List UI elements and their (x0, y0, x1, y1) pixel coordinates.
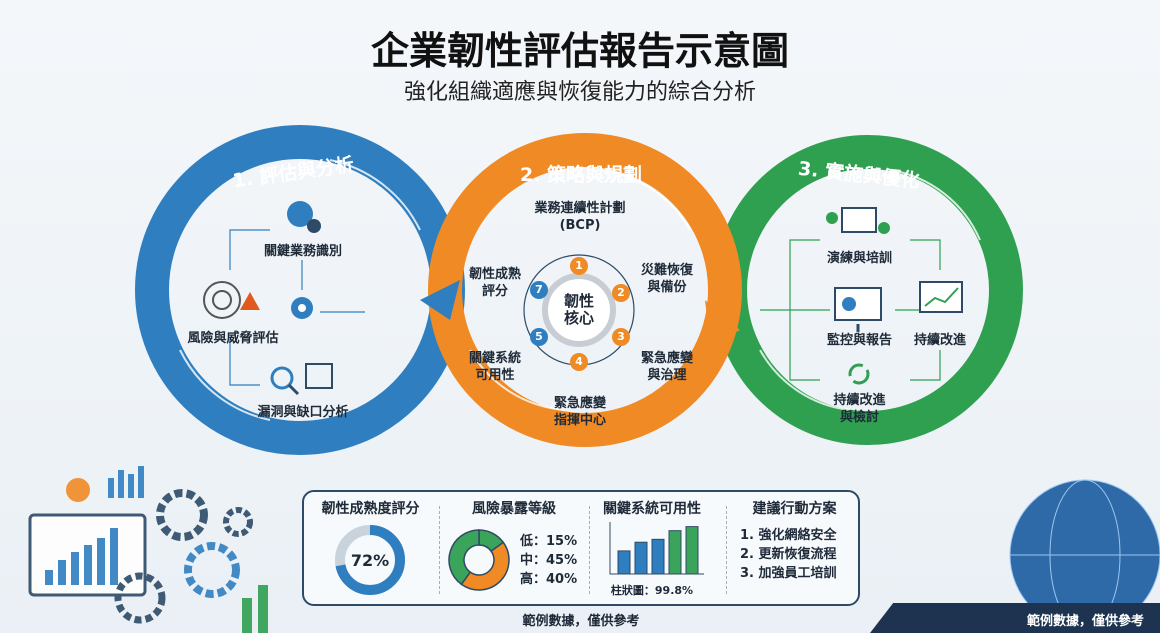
maturity-arc (335, 525, 405, 595)
stage-2-item: 緊急應變 與治理 (640, 351, 693, 383)
availability-bar (651, 538, 665, 575)
action-item: 3. 加強員工培訓 (740, 566, 837, 581)
gear-icon (291, 297, 313, 319)
stage-1-item: 漏洞與缺口分析 (257, 405, 349, 420)
action-item: 2. 更新恢復流程 (740, 547, 837, 562)
stage-2-title: 2. 策略與規劃 (520, 164, 643, 186)
corner-note: 範例數據，僅供參考 (870, 603, 1160, 633)
stage-2-item: 緊急應變 指揮中心 (553, 396, 606, 428)
stage-2-item: 業務連續性計劃 (BCP) (534, 201, 626, 233)
presentation-icon (826, 207, 890, 234)
action-item: 1. 強化網絡安全 (740, 528, 837, 543)
monitor-chart-icon (834, 287, 882, 332)
metrics-panel: 韌性成熟度評分 72% 風險暴露等級 低：15% 中：45% 高：40% 關鍵系… (302, 490, 860, 606)
risk-high-slice (448, 529, 480, 586)
stage-3-item: 監控與報告 (826, 333, 892, 348)
analytics-decoration (28, 466, 268, 633)
stage-3-item: 持續改進 與檢討 (833, 393, 886, 425)
availability-bar (617, 550, 631, 575)
risk-mid-slice (460, 541, 510, 591)
stage-3-item: 持續改進 (913, 333, 966, 348)
actions-title: 建議行動方案 (752, 501, 837, 517)
maturity-value: 72% (351, 551, 389, 570)
risk-high: 高：40% (520, 572, 578, 587)
arrow-head-icon (705, 300, 740, 345)
availability-bar (685, 526, 699, 575)
magnifier-icon (270, 363, 333, 396)
stage-2-item: 災難恢復 與備份 (640, 263, 693, 295)
refresh-icon (848, 363, 870, 385)
risk-mid: 中：45% (520, 553, 578, 568)
arrow-head-icon (420, 280, 460, 320)
step-7-badge: 7 (530, 281, 548, 299)
maturity-title: 韌性成熟度評分 (321, 501, 420, 517)
risk-title: 風險暴露等級 (472, 501, 556, 517)
stage-2-item: 韌性成熟 評分 (468, 267, 521, 299)
page-subtitle: 強化組織適應與恢復能力的綜合分析 (403, 80, 756, 105)
availability-bar (634, 541, 648, 575)
resilience-core: 韌性 核心 (563, 292, 594, 327)
step-2-badge: 2 (612, 284, 630, 302)
radar-icon (203, 281, 260, 319)
risk-low: 低：15% (520, 534, 578, 549)
step-4-badge: 4 (570, 353, 588, 371)
page-title: 企業韌性評估報告示意圖 (370, 29, 789, 73)
step-5-badge: 5 (530, 328, 548, 346)
availability-title: 關鍵系統可用性 (603, 501, 701, 517)
footer-note: 範例數據，僅供參考 (522, 614, 640, 629)
availability-caption: 柱狀圖：99.8% (610, 584, 694, 597)
stage-2-item: 關鍵系統 可用性 (468, 351, 521, 383)
risk-donut (448, 529, 510, 591)
availability-bar (668, 530, 682, 575)
growth-chart-icon (919, 281, 963, 313)
availability-bar-chart (609, 522, 704, 575)
maturity-donut: 72% (335, 525, 405, 595)
stage-1-item: 關鍵業務識別 (263, 244, 342, 259)
step-1-badge: 1 (570, 257, 588, 275)
ring-assess (135, 125, 465, 455)
stage-3-item: 演練與培訓 (826, 251, 892, 266)
step-3-badge: 3 (612, 328, 630, 346)
stage-1-item: 風險與威脅評估 (187, 331, 279, 346)
gear-person-icon (287, 201, 321, 233)
